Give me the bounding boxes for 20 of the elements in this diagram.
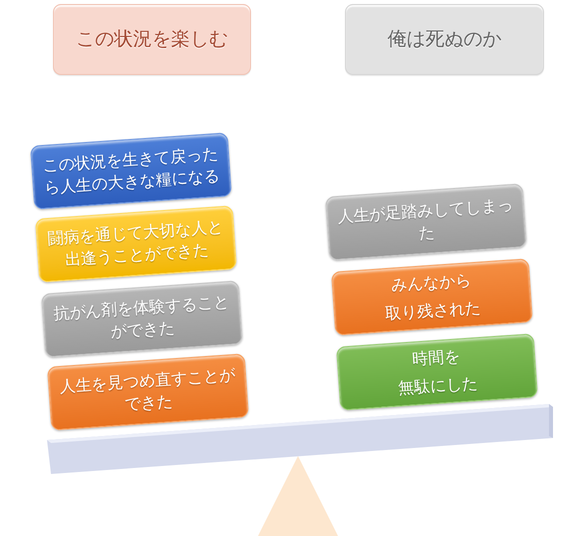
heading-box [345, 4, 544, 75]
reason-box [30, 132, 232, 210]
box-text: 闘病を通じて大切な人と出逢うことができた [46, 216, 225, 271]
reason-box [336, 333, 538, 411]
reason-box [325, 183, 527, 261]
box-text: 取り残された [383, 296, 482, 326]
box-text: 抗がん剤を体験することができた [52, 291, 231, 344]
heading-text: 俺は死ぬのか [386, 26, 502, 52]
box-text: 人生が足踏みしてしまった [336, 194, 515, 244]
heading-text: この状況を楽しむ [75, 26, 229, 52]
box-text: 人生を見つめ直すことができた [58, 364, 237, 416]
box-text: この状況を生きて戻ったら人生の大きな糧になる [40, 143, 222, 199]
reason-box [47, 353, 249, 431]
box-text: みんなから [390, 270, 473, 298]
box-text: 無駄にした [396, 372, 480, 400]
box-text: 時間を [410, 346, 462, 372]
reason-box [41, 280, 243, 358]
reason-box [331, 258, 533, 336]
reason-box [35, 205, 237, 283]
heading-box [53, 4, 251, 75]
